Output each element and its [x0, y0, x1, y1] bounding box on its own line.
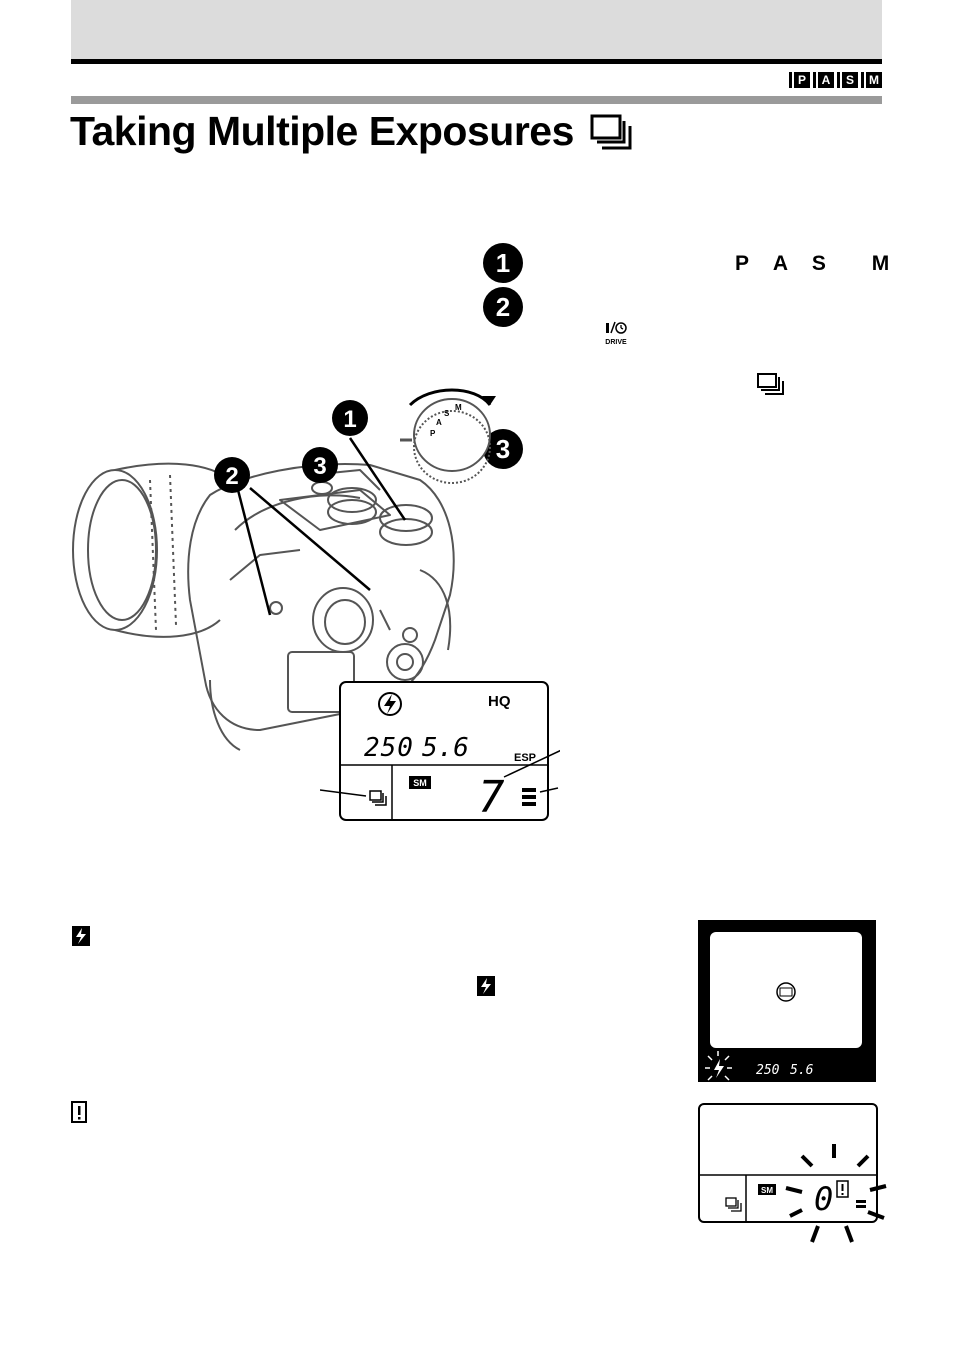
page-title: Taking Multiple Exposures — [70, 108, 634, 155]
svg-text:HQ: HQ — [488, 693, 511, 710]
header-band — [71, 0, 882, 59]
flash-off-icon — [378, 692, 402, 716]
step1-modes: P A S M — [735, 252, 889, 276]
svg-text:DRIVE: DRIVE — [605, 339, 627, 346]
svg-text:2: 2 — [496, 292, 510, 322]
multiple-exposure-icon — [725, 1197, 742, 1212]
svg-text:S: S — [444, 409, 450, 418]
mode-tags: P A S M — [792, 72, 882, 88]
mode-tag-p: P — [792, 72, 810, 88]
page-title-text: Taking Multiple Exposures — [70, 108, 574, 154]
svg-text:SM: SM — [761, 1186, 773, 1195]
step1-mode-s: S — [811, 252, 826, 275]
svg-text:M: M — [455, 403, 462, 412]
step-number-1: 1 — [483, 243, 523, 283]
svg-text:SM: SM — [413, 778, 427, 788]
svg-text:250: 250 — [756, 1063, 780, 1078]
title-rule — [71, 96, 882, 104]
viewfinder-display: 250 5.6 — [698, 920, 876, 1082]
mode-tag-s: S — [840, 72, 858, 88]
card-warning-icon — [836, 1180, 849, 1198]
control-panel-lcd: HQ 250 5.6 ESP SM 7 — [320, 681, 560, 823]
svg-text:5.6: 5.6 — [422, 733, 469, 763]
multiple-exposure-icon — [369, 790, 387, 806]
flash-warning-icon — [477, 976, 495, 996]
svg-text:0: 0 — [814, 1180, 833, 1218]
mode-tag-a: A — [816, 72, 834, 88]
step-number-2: 2 — [483, 287, 523, 327]
step1-mode-p: P — [735, 252, 750, 275]
multiple-exposure-icon — [757, 373, 784, 395]
svg-text:7: 7 — [478, 772, 505, 823]
camera-illustration: 1 2 3 M S A P — [72, 388, 496, 751]
svg-text:5.6: 5.6 — [790, 1063, 814, 1078]
svg-text:3: 3 — [496, 434, 510, 464]
step-number-3: 3 — [483, 429, 523, 469]
control-panel-lcd-warning: SM 0 — [698, 1103, 887, 1243]
step1-mode-m: M — [871, 252, 890, 275]
multiple-exposure-icon — [590, 114, 632, 149]
svg-text:3: 3 — [313, 453, 326, 480]
flash-blinking-icon — [705, 1051, 732, 1081]
flash-warning-icon — [72, 926, 90, 946]
svg-text:1: 1 — [496, 248, 510, 278]
drive-self-timer-icon: DRIVE — [605, 321, 627, 346]
svg-text:A: A — [436, 418, 442, 427]
svg-text:250: 250 — [364, 733, 414, 763]
step1-mode-a: A — [772, 252, 789, 275]
mode-tag-m: M — [864, 72, 882, 88]
svg-text:P: P — [430, 429, 436, 438]
svg-text:1: 1 — [343, 406, 356, 433]
card-warning-icon — [71, 1101, 87, 1123]
header-rule — [71, 59, 882, 64]
svg-text:2: 2 — [225, 463, 238, 490]
blinking-indicator — [785, 1144, 887, 1243]
svg-text:ESP: ESP — [514, 752, 536, 764]
